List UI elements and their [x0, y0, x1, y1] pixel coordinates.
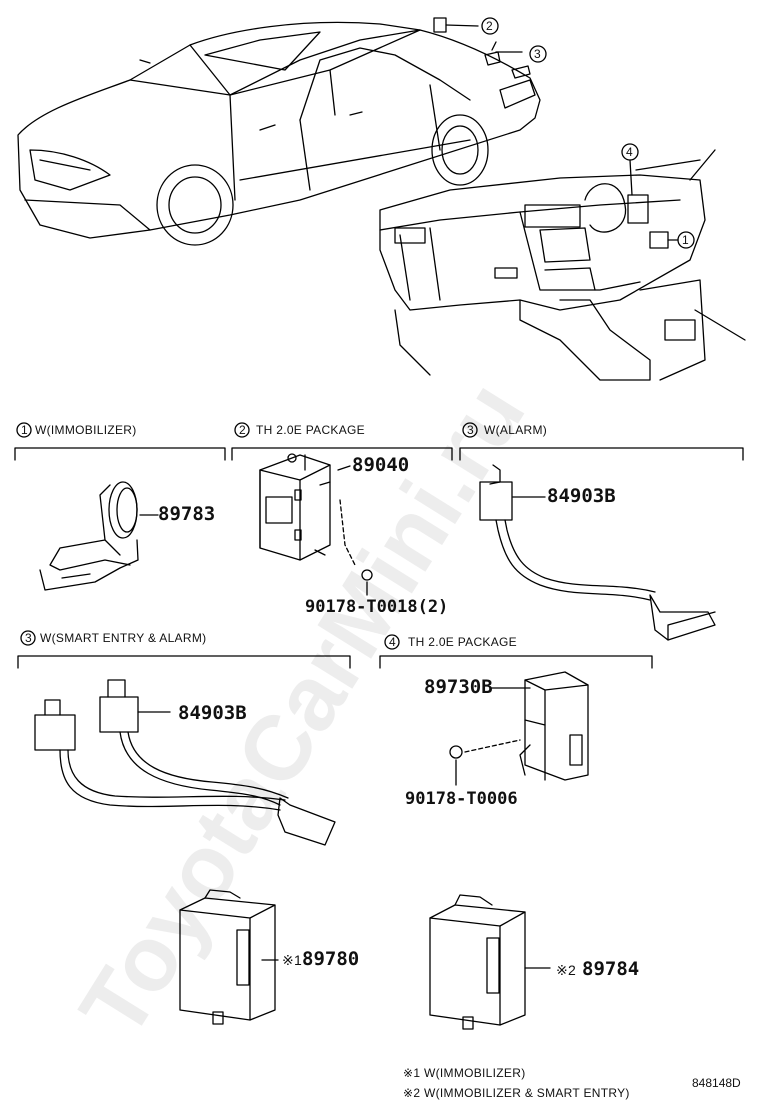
- part-number-89784[interactable]: 89784: [582, 958, 640, 980]
- callout-3: 3: [534, 47, 541, 61]
- section-4-number: 4: [389, 635, 396, 649]
- car-illustration: [17, 17, 541, 246]
- part-89040-drawing: [259, 453, 373, 596]
- part-84903b-single-drawing: [479, 464, 716, 641]
- part-number-89780[interactable]: 89780: [302, 948, 360, 970]
- footnote-2: ※2 W(IMMOBILIZER & SMART ENTRY): [403, 1086, 630, 1100]
- part-89730b-drawing: [449, 671, 589, 786]
- callout-1: 1: [682, 233, 689, 247]
- part-number-90178-t0006[interactable]: 90178-T0006: [405, 789, 518, 809]
- section-3b-number: 3: [25, 631, 32, 645]
- section-2-number: 2: [239, 423, 246, 437]
- part-number-90178-t0018[interactable]: 90178-T0018(2): [305, 597, 449, 617]
- part-number-89783[interactable]: 89783: [158, 503, 216, 525]
- section-4-label: TH 2.0E PACKAGE: [408, 635, 517, 649]
- part-89784-drawing: [429, 894, 551, 1030]
- part-number-89040[interactable]: 89040: [352, 454, 410, 476]
- note-mark-2: ※2: [556, 962, 577, 978]
- section-3-label: W(ALARM): [484, 423, 548, 437]
- note-mark-1: ※1: [282, 952, 303, 968]
- callout-4: 4: [626, 145, 633, 159]
- part-number-84903b-single[interactable]: 84903B: [547, 485, 616, 507]
- section-3b-label: W(SMART ENTRY & ALARM): [40, 631, 207, 645]
- section-1-label: W(IMMOBILIZER): [35, 423, 137, 437]
- part-89783-drawing: [39, 481, 159, 591]
- section-2-label: TH 2.0E PACKAGE: [256, 423, 365, 437]
- part-number-84903b-dual[interactable]: 84903B: [178, 702, 247, 724]
- part-84903b-dual-drawing: [34, 679, 336, 846]
- section-1-number: 1: [21, 423, 28, 437]
- section-3-number: 3: [467, 423, 474, 437]
- dashboard-illustration: [379, 149, 746, 381]
- part-number-89730b[interactable]: 89730B: [424, 676, 493, 698]
- footnote-1: ※1 W(IMMOBILIZER): [403, 1066, 526, 1080]
- part-89780-drawing: [179, 889, 279, 1025]
- diagram-code: 848148D: [692, 1076, 741, 1090]
- callout-2: 2: [486, 19, 493, 33]
